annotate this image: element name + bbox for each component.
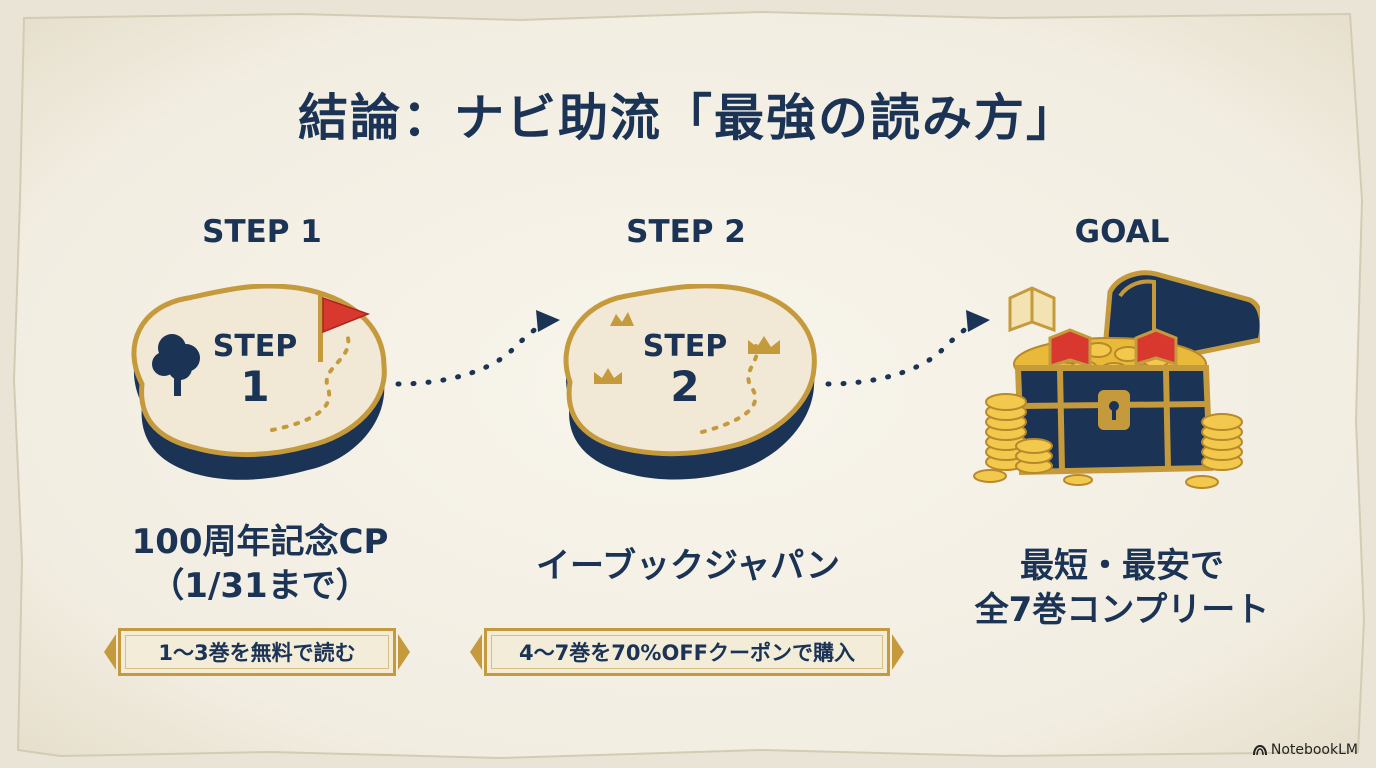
step2-island-text: STEP 2 <box>630 330 740 410</box>
step1-label: STEP 1 <box>202 214 322 250</box>
brand-text: NotebookLM <box>1270 742 1358 758</box>
step1-island-line2: 1 <box>240 362 270 411</box>
step1-caption-line1: 100周年記念CP <box>131 522 389 562</box>
step1-caption-line2: （1/31まで） <box>150 566 370 607</box>
treasure-chest-icon <box>973 270 1260 489</box>
step2-island-line1: STEP <box>642 329 728 364</box>
goal-caption: 最短・最安で 全7巻コンプリート <box>942 544 1302 632</box>
arrow-right-icon <box>825 310 990 387</box>
page-title: 結論：ナビ助流「最強の読み方」 <box>298 89 1078 147</box>
flag-icon <box>318 294 371 362</box>
tree-icon <box>152 334 200 396</box>
goal-caption-line1: 最短・最安で <box>1020 546 1224 586</box>
goal-label: GOAL <box>1074 214 1170 250</box>
step2-caption: イーブックジャパン <box>508 544 868 588</box>
step2-label: STEP 2 <box>626 214 746 250</box>
crown-icon <box>594 312 780 384</box>
arrow-right-icon <box>395 310 560 387</box>
notebooklm-logo-icon <box>1252 744 1267 756</box>
step2-island-line2: 2 <box>670 362 700 411</box>
step1-caption: 100周年記念CP （1/31まで） <box>80 520 440 608</box>
step1-island-text: STEP 1 <box>200 330 310 410</box>
step1-banner-text: 1〜3巻を無料で読む <box>158 641 356 665</box>
book-icon <box>1008 286 1056 333</box>
step2-caption-line1: イーブックジャパン <box>536 546 840 586</box>
step1-island-line1: STEP <box>212 329 298 364</box>
coin-stack-icon <box>973 393 1243 489</box>
brand-watermark: NotebookLM <box>1252 742 1358 758</box>
step2-banner: 4〜7巻を70%OFFクーポンで購入 <box>484 628 890 676</box>
step1-banner: 1〜3巻を無料で読む <box>118 628 396 676</box>
step2-island <box>563 284 817 480</box>
step1-island <box>131 284 387 480</box>
step2-banner-text: 4〜7巻を70%OFFクーポンで購入 <box>518 641 856 665</box>
goal-caption-line2: 全7巻コンプリート <box>974 590 1270 631</box>
